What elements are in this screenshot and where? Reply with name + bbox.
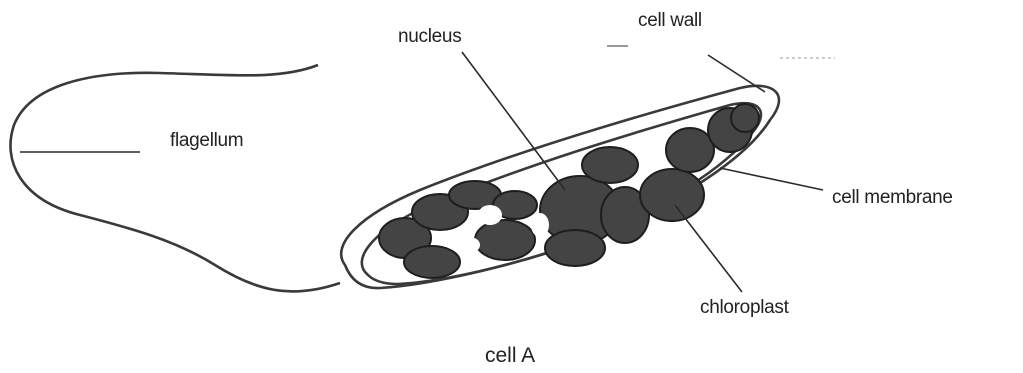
nucleus-label: nucleus (398, 26, 461, 47)
flagellum-label: flagellum (170, 130, 243, 151)
chloroplast-leader (675, 205, 742, 292)
flagellum-strand (10, 65, 340, 291)
chloroplast (475, 220, 535, 260)
chloroplast (545, 230, 605, 266)
vacuole-gap (531, 213, 549, 237)
chloroplast (582, 147, 638, 183)
cell-membrane-label: cell membrane (832, 187, 953, 208)
cell-wall-leader (708, 55, 765, 92)
chloroplast (731, 104, 759, 132)
vacuole-gap (460, 237, 480, 253)
diagram-caption: cell A (485, 344, 535, 367)
chloroplast (666, 128, 714, 172)
chloroplast (404, 246, 460, 278)
cell-membrane-leader (720, 168, 823, 190)
chloroplast (640, 169, 704, 221)
vacuole-gap (478, 205, 502, 225)
chloroplast-cluster (379, 104, 759, 278)
chloroplast-label: chloroplast (700, 297, 790, 318)
cell-wall-label: cell wall (638, 10, 702, 31)
